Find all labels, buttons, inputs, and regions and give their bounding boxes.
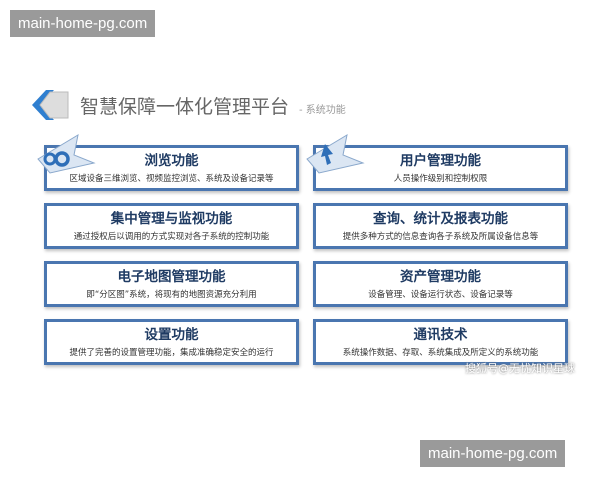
feature-title: 通讯技术 [413,327,468,343]
feature-desc: 人员操作级别和控制权限 [393,174,488,184]
feature-card: 设置功能提供了完善的设置管理功能，集成准确稳定安全的运行 [44,319,299,365]
feature-desc: 设备管理、设备运行状态、设备记录等 [368,290,513,300]
feature-desc: 系统操作数据、存取、系统集成及所定义的系统功能 [342,348,539,358]
feature-title: 集中管理与监视功能 [110,211,233,227]
feature-title: 用户管理功能 [400,153,481,169]
feature-card: 用户管理功能人员操作级别和控制权限 [313,145,568,191]
feature-title: 浏览功能 [144,153,199,169]
feature-card: 电子地图管理功能即“分区图”系统，将现有的地图资源充分利用 [44,261,299,307]
feature-title: 设置功能 [144,327,199,343]
page-header: 智慧保障一体化管理平台 - 系统功能 [80,92,346,119]
gears-icon [37,133,96,174]
page-subtitle: - 系统功能 [299,105,346,116]
feature-desc: 即“分区图”系统，将现有的地图资源充分利用 [86,290,257,300]
feature-card: 资产管理功能设备管理、设备运行状态、设备记录等 [313,261,568,307]
feature-desc: 提供多种方式的信息查询各子系统及所属设备信息等 [342,232,539,242]
feature-title: 查询、统计及报表功能 [373,211,508,227]
watermark-bottom: main-home-pg.com [420,440,566,467]
feature-title: 电子地图管理功能 [117,269,226,285]
feature-card: 查询、统计及报表功能提供多种方式的信息查询各子系统及所属设备信息等 [313,203,568,249]
logo-icon [32,90,69,120]
page-title: 智慧保障一体化管理平台 [80,96,290,118]
feature-title: 资产管理功能 [400,269,481,285]
feature-desc: 通过授权后以调用的方式实现对各子系统的控制功能 [73,232,270,242]
credit-text: 搜狐号@无忧知识星球 [465,362,575,375]
feature-desc: 区域设备三维浏览、视频监控浏览、系统及设备记录等 [69,174,274,184]
feature-card: 通讯技术系统操作数据、存取、系统集成及所定义的系统功能 [313,319,568,365]
feature-card: 集中管理与监视功能通过授权后以调用的方式实现对各子系统的控制功能 [44,203,299,249]
arrow-up-icon [306,133,365,174]
watermark-top: main-home-pg.com [10,10,156,37]
feature-card: 浏览功能区域设备三维浏览、视频监控浏览、系统及设备记录等 [44,145,299,191]
feature-desc: 提供了完善的设置管理功能，集成准确稳定安全的运行 [69,348,274,358]
